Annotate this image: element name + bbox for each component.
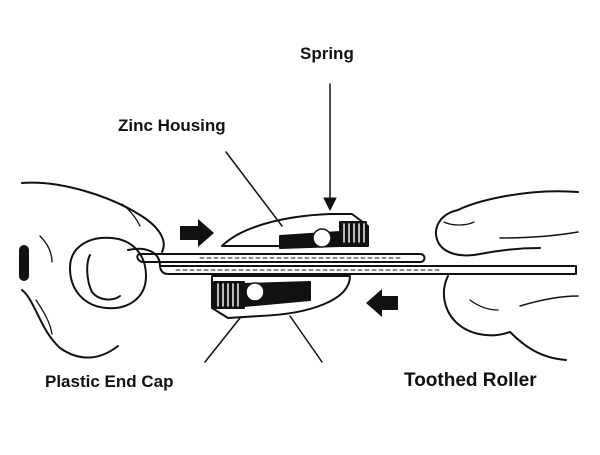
zinc-leader bbox=[225, 151, 283, 227]
upper-slider bbox=[221, 213, 369, 249]
zinc-housing-label: Zinc Housing bbox=[118, 116, 226, 135]
toothed-roller-label: Toothed Roller bbox=[404, 370, 537, 391]
right-hand bbox=[435, 190, 579, 361]
lower-slider bbox=[211, 275, 351, 319]
spring-leader-head bbox=[323, 197, 337, 211]
plastic-end-cap-label: Plastic End Cap bbox=[45, 372, 174, 391]
zipper-tape bbox=[136, 253, 577, 275]
left-arrow-icon bbox=[366, 289, 398, 317]
toothed-leader bbox=[289, 315, 323, 363]
spring-label: Spring bbox=[300, 44, 354, 63]
right-arrow-icon bbox=[180, 219, 214, 247]
plastic-leader bbox=[204, 317, 241, 363]
left-hand bbox=[19, 181, 165, 359]
